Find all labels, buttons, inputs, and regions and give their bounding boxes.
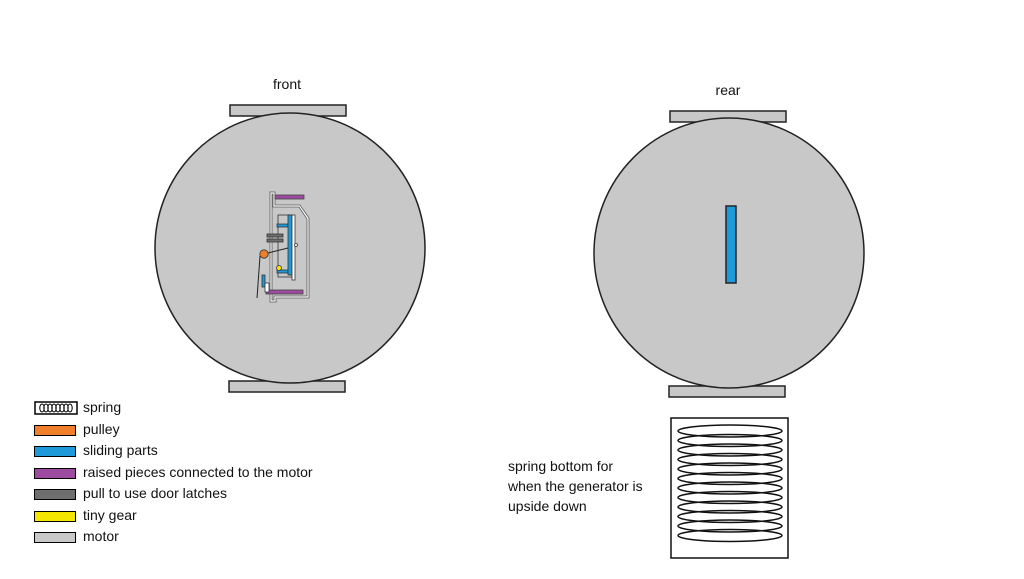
legend-label-pulley: pulley [83,420,120,437]
spring-note: spring bottom for when the generator is … [508,456,678,516]
sliding-part-lower [261,274,266,288]
spring-coil [677,528,783,543]
legend-swatch-raised-pieces [34,467,76,479]
spring-coil [677,500,783,514]
spring-note-line-1: spring bottom for [508,458,614,474]
spring-coil [677,424,783,438]
spring-coil [677,462,783,476]
sliding-bar-top [276,223,289,228]
legend-label-raised-pieces: raised pieces connected to the motor [83,463,313,480]
raised-piece-bottom [265,289,304,295]
legend-label-tiny-gear: tiny gear [83,506,137,523]
spring-coil [677,452,783,467]
legend-swatch-pulley [34,424,76,436]
tiny-gear [276,265,282,271]
spring-coil [677,519,783,533]
rear-view-title: rear [716,82,741,98]
mechanism-spring [264,282,270,293]
legend-label-motor: motor [83,528,119,544]
rear-view: rear [593,82,865,398]
legend-label-sliding-parts: sliding parts [83,442,158,458]
pulley [259,249,269,259]
pivot-pin [294,243,298,247]
legend-swatch-tiny-gear [34,510,76,522]
latch-mechanism [256,191,310,303]
legend-swatch-motor [34,532,76,543]
latch-arm [291,214,296,281]
spring-coil-icon [34,401,78,415]
front-view-title: front [273,76,301,92]
spring-note-line-2: when the generator is [508,478,643,494]
legend-swatch-door-latches [34,489,76,500]
spring-coil [677,443,783,457]
legend-label-spring: spring [83,399,122,415]
spring-note-line-3: upside down [508,498,587,514]
legend-label-door-latches: pull to use door latches [83,485,227,501]
raised-piece-top [274,194,305,200]
rear-sliding-part [725,205,737,284]
spring-bottom [670,417,789,559]
spring-coil [677,471,783,486]
spring-coils [677,424,783,543]
sliding-part-vertical [287,214,293,276]
front-view: front [154,76,426,393]
legend-swatch-sliding-parts [34,446,76,457]
spring-coil [677,481,783,495]
spring-frame [670,417,789,559]
spring-coil [677,509,783,524]
latch-pull-1 [266,233,284,238]
spring-coil [677,433,783,448]
latch-pull-2 [266,238,284,243]
pulley-string-down [256,255,261,299]
spring-coil [677,490,783,505]
